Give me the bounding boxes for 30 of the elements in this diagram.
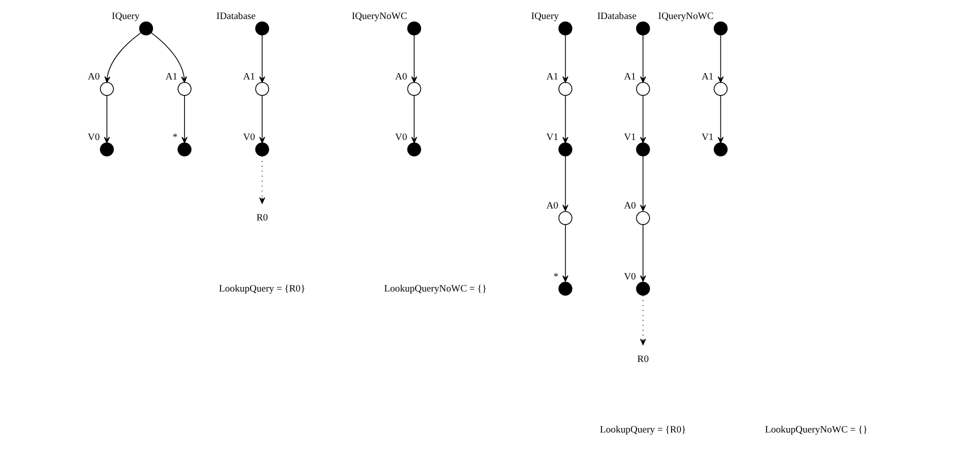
node-label: IQueryNoWC (352, 11, 408, 22)
node-label: V0 (624, 271, 636, 282)
node-label: V1 (702, 132, 714, 144)
node-label: A0 (88, 72, 100, 83)
node-label: * (554, 271, 558, 282)
node-label: A0 (546, 200, 558, 212)
node-label: A1 (702, 72, 714, 83)
node-label: V1 (624, 132, 636, 144)
node-label: V1 (546, 132, 558, 144)
label: LookupQueryNoWC = {} (384, 283, 487, 294)
node-label: V0 (395, 132, 408, 144)
node-label: V0 (88, 132, 100, 144)
node-label: A0 (395, 72, 408, 83)
node-label: IQuery (531, 11, 559, 22)
node-label: A0 (624, 200, 636, 212)
node-label: * (172, 132, 178, 144)
node-label: A1 (165, 72, 178, 83)
node-label: V0 (243, 132, 256, 144)
node-text: R0 (637, 354, 649, 365)
node-label: A1 (624, 72, 636, 83)
node-label: A1 (243, 72, 256, 83)
node-label: A1 (546, 72, 558, 83)
node-label: IQuery (112, 11, 140, 22)
label: LookupQuery = {R0} (600, 424, 686, 436)
node-label: IQueryNoWC (658, 11, 714, 22)
node-label: IDatabase (597, 11, 636, 22)
node-text: R0 (256, 212, 268, 224)
label: LookupQueryNoWC = {} (765, 424, 868, 436)
label: LookupQuery = {R0} (219, 283, 306, 294)
node-label: IDatabase (216, 11, 256, 22)
